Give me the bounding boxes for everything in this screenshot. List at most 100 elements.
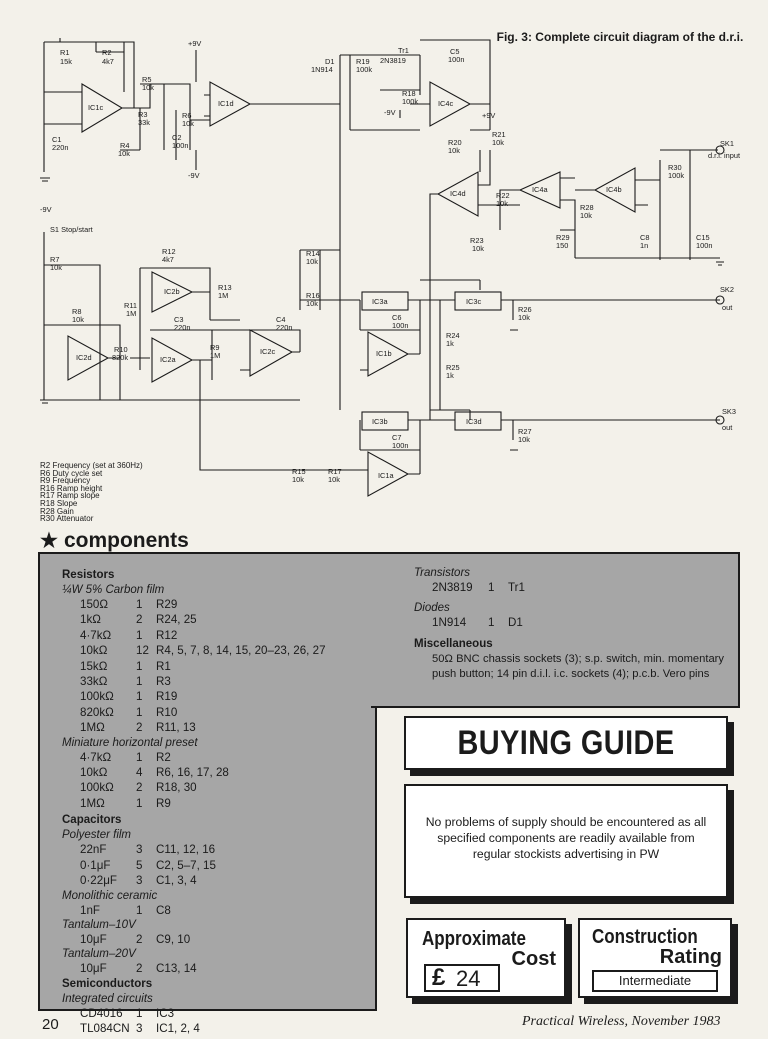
opamp-ic4a (518, 171, 561, 209)
component-value: 4·7kΩ (80, 628, 112, 642)
label-r29-value: 150 (556, 241, 568, 250)
label-r19: R19 (356, 57, 370, 66)
label-ic3d: IC3d (466, 417, 482, 426)
component-qty: 12 (136, 644, 149, 658)
opamp-ic1b (367, 331, 410, 377)
label-r28: R28 (580, 203, 594, 212)
label-r11: R11 (124, 301, 137, 310)
component-value: 0·1μF (80, 858, 111, 872)
section-title: Capacitors (62, 814, 122, 827)
label-ic1c: IC1c (88, 103, 104, 112)
label-r8-value: 10k (72, 315, 84, 324)
legend-item: R17 Ramp slope (40, 491, 100, 501)
label-sk2: SK2 (720, 285, 734, 294)
label-r10: R10 (114, 345, 128, 354)
label-r9-value: 1M (210, 351, 220, 360)
figure-caption: Fig. 3: Complete circuit diagram of the … (496, 30, 744, 44)
label-c8: C8 (640, 233, 649, 242)
components-panel-left (38, 552, 377, 1011)
label-c2-value: 100n (172, 141, 188, 150)
label-c6-value: 100n (392, 321, 408, 330)
component-value: 1N914 (432, 616, 467, 630)
label-r24: R24 (446, 331, 460, 340)
misc-text: 50Ω BNC chassis sockets (3); s.p. switch… (432, 652, 724, 680)
label-r16: R16 (306, 291, 320, 300)
label-c7-value: 100n (392, 441, 408, 450)
component-qty: 2 (136, 613, 143, 627)
component-qty: 1 (136, 675, 143, 689)
approximate-cost-box: Approximate Cost £ 24 (406, 918, 566, 998)
label-c6: C6 (392, 313, 401, 322)
legend-item: R9 Frequency (40, 476, 91, 486)
component-ref: R19 (156, 690, 178, 704)
label-sk2-value: out (722, 303, 732, 312)
component-qty: 1 (136, 750, 143, 764)
component-value: 820kΩ (80, 705, 114, 719)
label-sk3-value: out (722, 423, 732, 432)
component-value: 100kΩ (80, 781, 114, 795)
section-title: Miscellaneous (414, 637, 493, 650)
section-subtitle: ¼W 5% Carbon film (62, 584, 165, 596)
section-subtitle: Transistors (414, 567, 471, 579)
legend-item: R28 Gain (40, 506, 74, 516)
component-value: 15kΩ (80, 659, 108, 673)
label-r20-value: 10k (448, 146, 460, 155)
component-value: 4·7kΩ (80, 750, 112, 764)
component-qty: 1 (488, 616, 495, 630)
circuit-diagram: R1 15k R2 4k7 IC1c R3 33k R4 10k C1 220n… (40, 38, 740, 497)
legend-item: R30 Attenuator (40, 514, 94, 524)
label-s1: S1 Stop/start (50, 225, 93, 234)
component-value: 10kΩ (80, 766, 108, 780)
label-c4-value: 220n (276, 323, 292, 332)
label-sk1: SK1 (720, 139, 734, 148)
component-value: 150Ω (80, 598, 109, 611)
label-r28-value: 10k (580, 211, 592, 220)
rating-title-1: Construction (592, 926, 698, 948)
component-ref: D1 (508, 616, 523, 630)
label-r25: R25 (446, 363, 460, 372)
label-r30-value: 100k (668, 171, 684, 180)
component-ref: IC3 (156, 1006, 175, 1020)
opamp-ic4d (436, 171, 479, 217)
component-value: 10μF (80, 962, 107, 976)
label-r15: R15 (292, 467, 306, 476)
opamp-ic1a (367, 451, 410, 497)
figure-legend: R2 Frequency (set at 360Hz) R6 Duty cycl… (40, 462, 143, 523)
component-value: 22nF (80, 843, 107, 857)
label-r22: R22 (496, 191, 510, 200)
component-qty: 1 (136, 690, 143, 704)
label-r18-value: 100k (402, 97, 418, 106)
component-ref: R1 (156, 659, 171, 673)
legend-item: R16 Ramp height (40, 483, 103, 493)
label-tr1: Tr1 (398, 46, 409, 55)
opamp-ic4b (593, 167, 636, 213)
label-minus9v-1: -9V (188, 171, 200, 180)
publication-footer: Practical Wireless, November 1983 (522, 1014, 721, 1029)
component-ref: C2, 5–7, 15 (156, 858, 216, 872)
component-ref: R4, 5, 7, 8, 14, 15, 20–23, 26, 27 (156, 644, 326, 658)
components-panel-right (371, 552, 740, 708)
label-r20: R20 (448, 138, 462, 147)
label-r11-value: 1M (126, 309, 136, 318)
label-r4: R4 (120, 141, 129, 150)
label-ic3a: IC3a (372, 297, 389, 306)
label-ic3b: IC3b (372, 417, 388, 426)
component-qty: 4 (136, 766, 143, 780)
component-ref: C8 (156, 903, 171, 917)
label-r23-value: 10k (472, 244, 484, 253)
section-subtitle: Tantalum–10V (62, 918, 136, 931)
label-r5: R5 (142, 75, 151, 84)
component-qty: 2 (136, 962, 143, 976)
label-r1: R1 (60, 48, 69, 57)
label-d1: D1 (325, 57, 334, 66)
label-r8: R8 (72, 307, 81, 316)
component-qty: 2 (136, 721, 143, 735)
label-sk3: SK3 (722, 407, 736, 416)
label-r12-value: 4k7 (162, 255, 174, 264)
